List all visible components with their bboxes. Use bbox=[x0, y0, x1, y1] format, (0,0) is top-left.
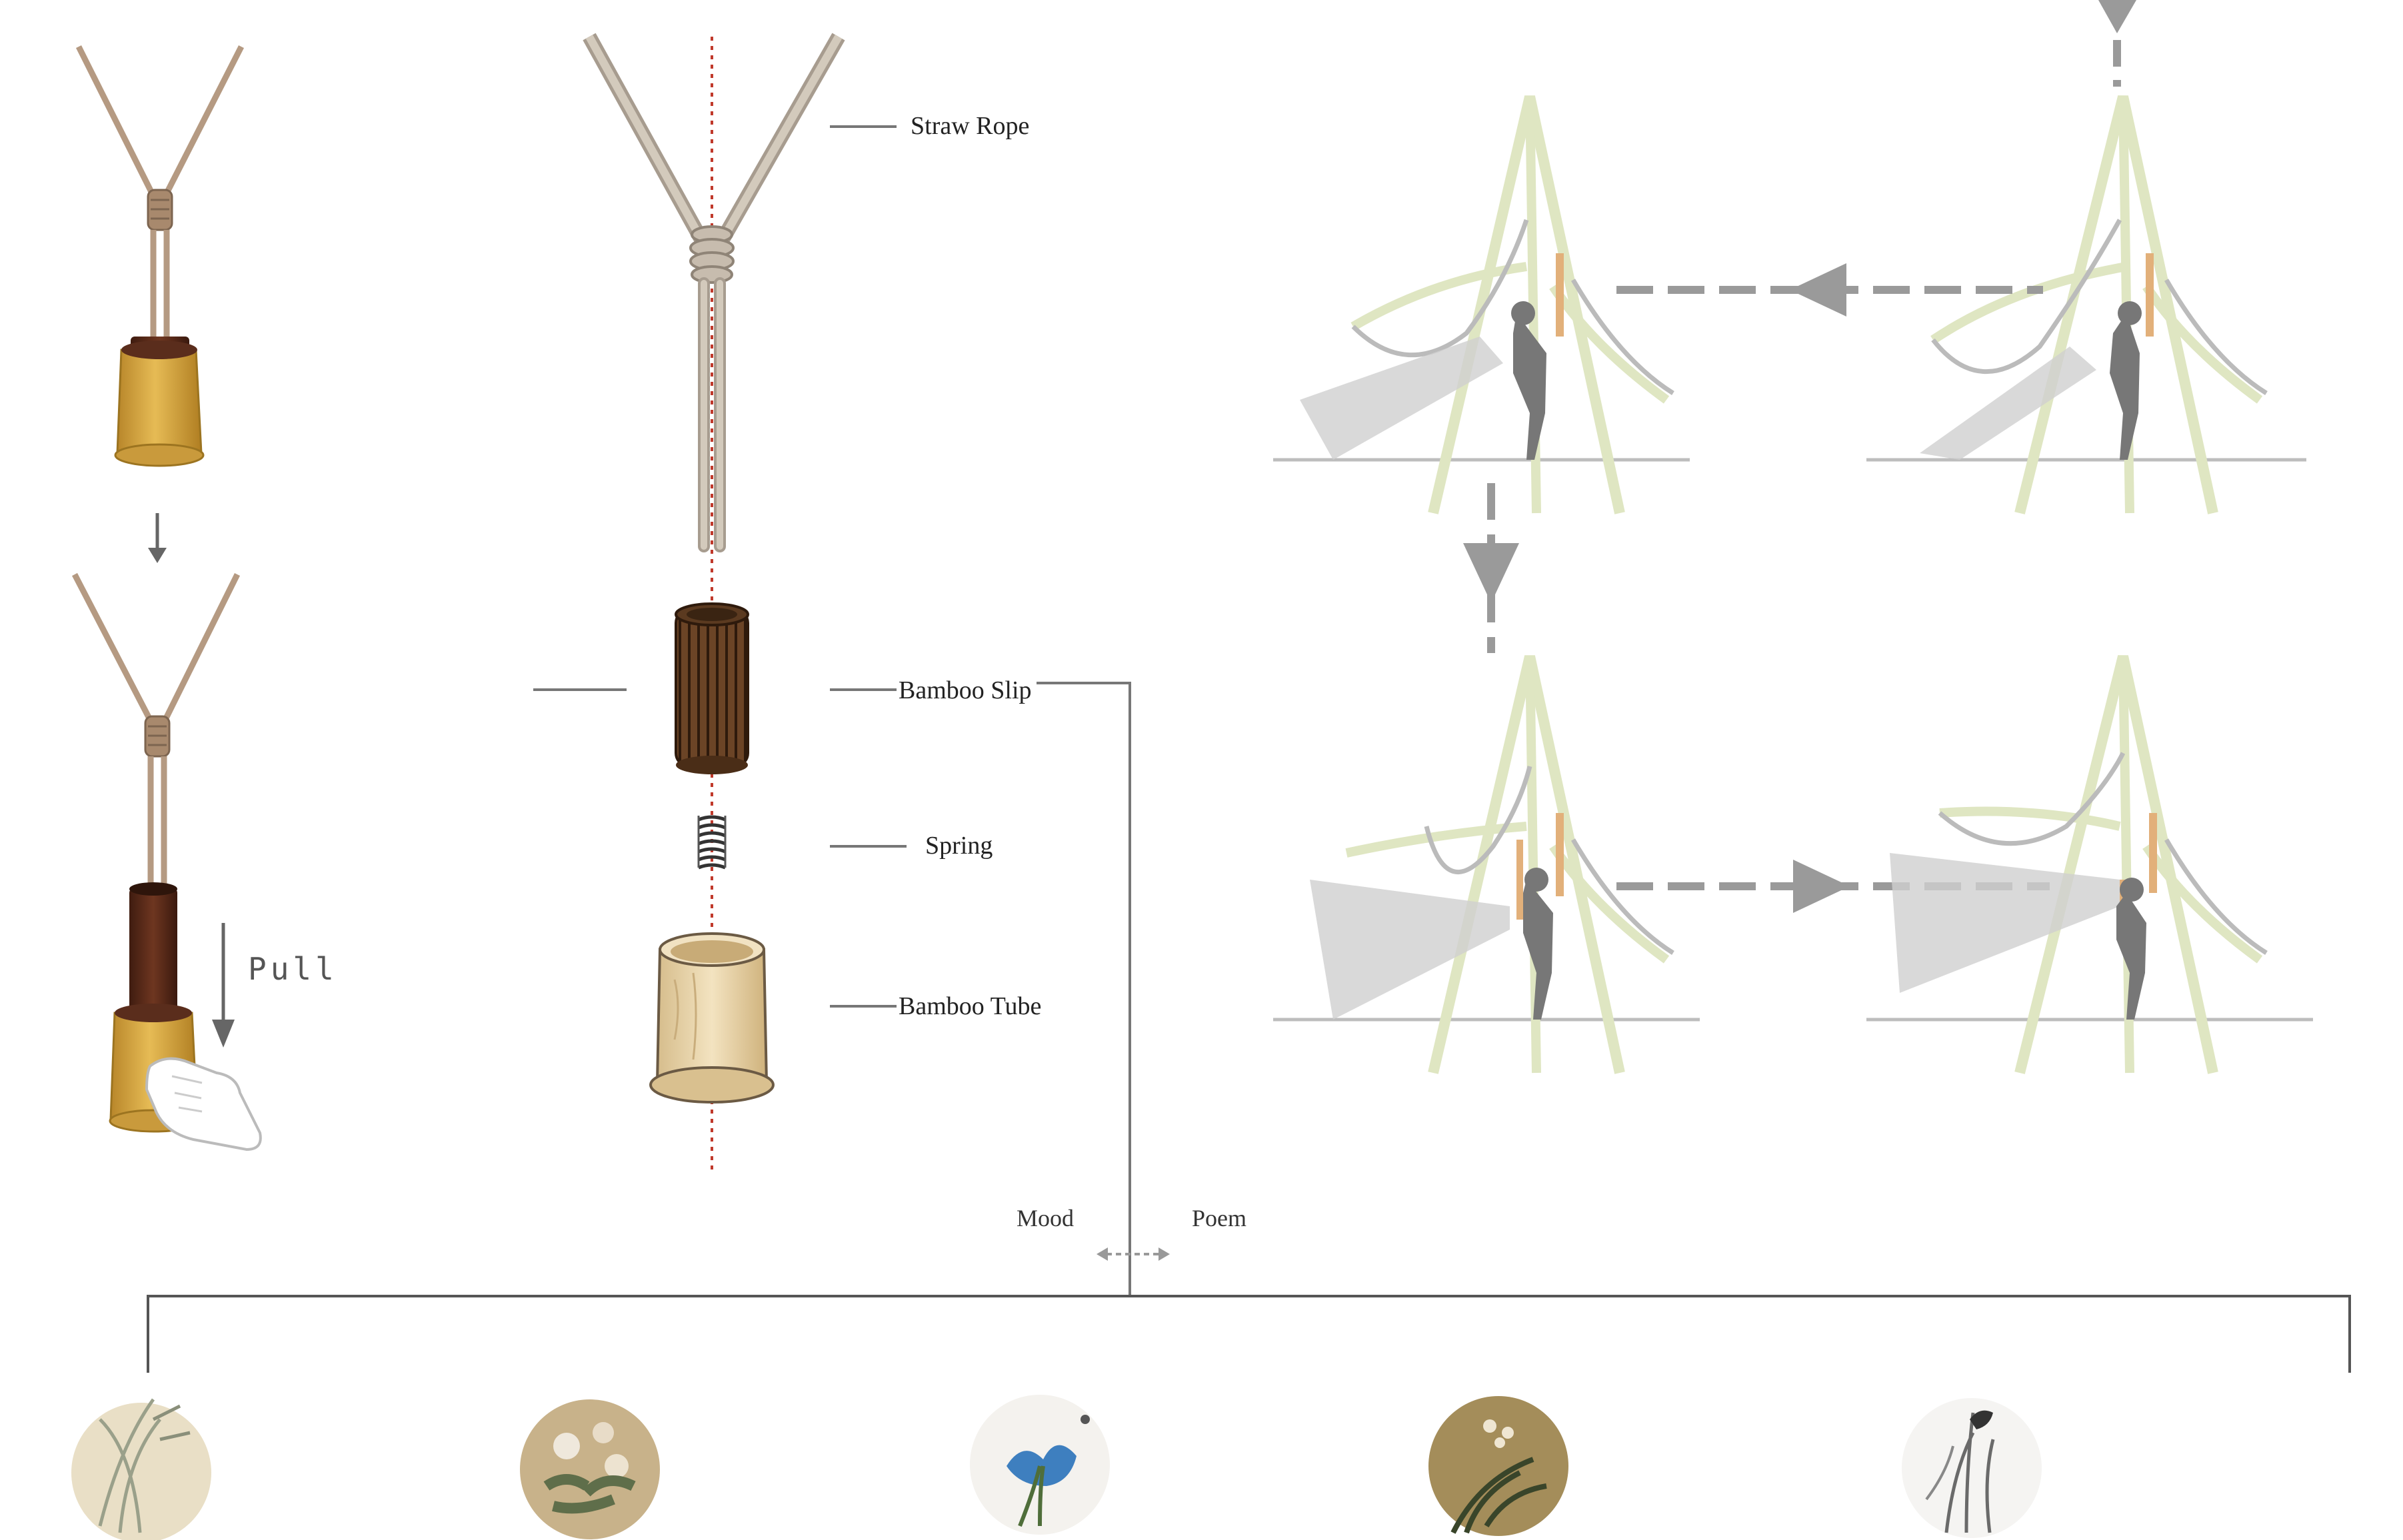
bamboo-tube-part bbox=[651, 934, 773, 1102]
scene-bottom-left bbox=[1273, 656, 1700, 1073]
bamboo-slip-label: Bamboo Slip bbox=[899, 676, 1032, 704]
assembled-lamp-pulled bbox=[75, 574, 237, 1132]
flow-arrow-down bbox=[1463, 483, 1519, 653]
hand-icon bbox=[147, 1059, 261, 1150]
straw-rope-label: Straw Rope bbox=[911, 112, 1029, 140]
scene-bottom-right bbox=[1866, 656, 2313, 1073]
mood-label: Mood bbox=[1017, 1205, 1074, 1231]
painting-chrysanthemum bbox=[520, 1399, 660, 1539]
bamboo-tube-label: Bamboo Tube bbox=[899, 992, 1041, 1020]
pull-arrow bbox=[212, 923, 235, 1048]
painting-bird-on-reed bbox=[1902, 1398, 2042, 1538]
painting-blue-iris bbox=[970, 1395, 1110, 1535]
bamboo-slip-part bbox=[676, 604, 748, 774]
leader-lines bbox=[533, 127, 1130, 1296]
straw-rope-part bbox=[589, 37, 839, 546]
pull-label: Pull bbox=[248, 951, 338, 987]
flow-arrow-top bbox=[2098, 0, 2136, 87]
spring-label: Spring bbox=[925, 832, 993, 860]
painting-grass bbox=[71, 1399, 211, 1540]
scene-top-left bbox=[1273, 97, 1690, 513]
painting-orchid bbox=[1428, 1396, 1568, 1536]
paintings-bracket bbox=[148, 1296, 2350, 1373]
mood-poem-arrow bbox=[1097, 1247, 1170, 1261]
scene-top-right bbox=[1866, 97, 2306, 513]
assembled-lamp-top bbox=[79, 47, 241, 466]
down-arrow bbox=[148, 513, 167, 563]
poem-label: Poem bbox=[1192, 1205, 1246, 1231]
